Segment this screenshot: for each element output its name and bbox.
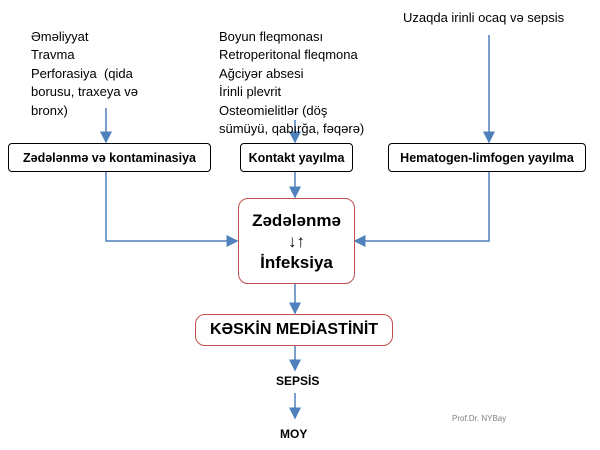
cause: Əməliyyat [31, 28, 89, 44]
cause: İrinli plevrit [219, 84, 282, 99]
center-box: Zədələnmə ↓↑ İnfeksiya [238, 198, 355, 284]
box-hematogenous-spread: Hematogen-limfogen yayılma [388, 143, 586, 172]
arrow-left-to-center [105, 171, 239, 247]
box-contact-spread: Kontakt yayılma [240, 143, 353, 172]
center-line2: İnfeksiya [260, 252, 333, 272]
cause: Boyun fleqmonası [219, 28, 324, 44]
cause: borusu, traxeya və [31, 84, 138, 99]
author-label: Prof.Dr. NYBay [452, 414, 507, 423]
acute-mediastinitis-box: KƏSKİN MEDİASTİNİT [195, 314, 393, 346]
center-line1: Zədələnmə [252, 210, 341, 230]
cause: Perforasiya (qida [31, 65, 133, 81]
moy-label: MOY [280, 427, 308, 441]
cause: sümüyü, qabırğa, fəqərə) [219, 121, 365, 136]
cause: Ağciyər absesi [219, 65, 304, 81]
cause: Uzaqda irinli ocaq və sepsis [403, 10, 565, 25]
cause: Retroperitonal fleqmona [219, 47, 358, 62]
cause: bronx) [31, 102, 68, 118]
box-damage-contamination: Zədələnmə və kontaminasiya [8, 143, 211, 172]
arrow-right-to-center [353, 171, 490, 247]
causes-right: Uzaqda irinli ocaq və sepsis [403, 9, 564, 28]
cause: Osteomielitlər (döş [219, 102, 328, 118]
bidirectional-arrow-icon: ↓↑ [288, 231, 305, 251]
cause: Travma [31, 47, 75, 62]
sepsis-label: SEPSİS [276, 374, 320, 388]
